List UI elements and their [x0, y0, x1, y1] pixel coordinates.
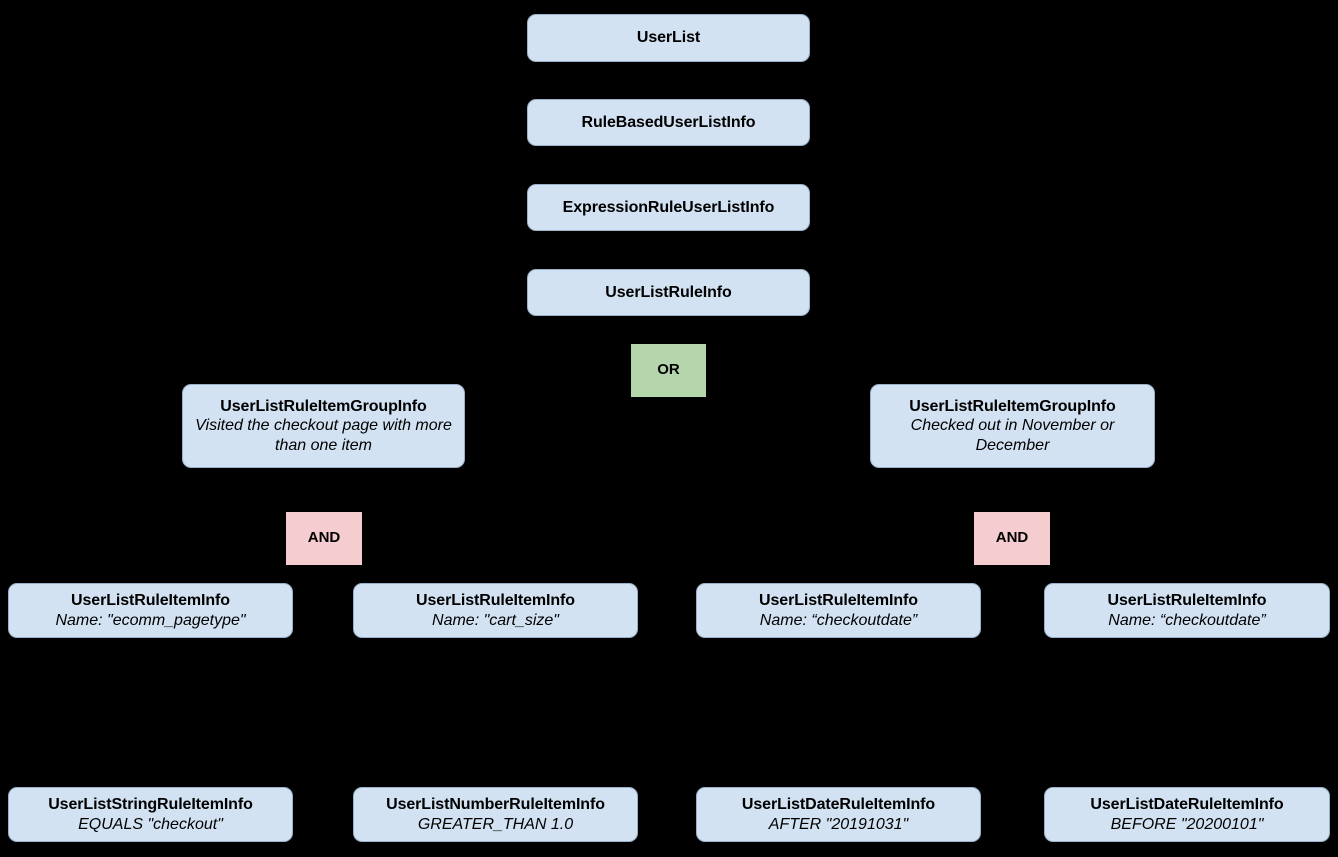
node-user-list[interactable]: UserList — [527, 14, 810, 62]
arrowhead-group-left — [317, 372, 331, 381]
node-title: UserListDateRuleItemInfo — [741, 795, 936, 813]
node-title: UserListDateRuleItemInfo — [1090, 795, 1284, 813]
edge-expression-to-ruleinfo — [668, 232, 670, 269]
edge-rulebased-to-expression — [668, 147, 670, 184]
edge-userlist-to-rulebased — [668, 62, 670, 99]
node-title: UserListRuleItemInfo — [416, 591, 575, 609]
node-title: UserListRuleItemGroupInfo — [220, 397, 427, 415]
arrowhead-group-right — [1005, 372, 1019, 381]
node-expression-rule-user-list-info[interactable]: ExpressionRuleUserListInfo — [527, 184, 810, 231]
node-subtitle: BEFORE "20200101" — [1110, 815, 1264, 833]
edge-ruleinfo-to-or — [668, 317, 670, 344]
node-title: ExpressionRuleUserListInfo — [562, 198, 775, 216]
node-rule-based-user-list-info[interactable]: RuleBasedUserListInfo — [527, 99, 810, 146]
node-subtitle: Visited the checkout page with more than… — [195, 417, 452, 454]
node-title: UserListStringRuleItemInfo — [48, 795, 253, 813]
node-leaf-1[interactable]: UserListStringRuleItemInfo EQUALS "check… — [8, 787, 293, 842]
node-group-right[interactable]: UserListRuleItemGroupInfo Checked out in… — [870, 384, 1155, 468]
node-title: UserListRuleInfo — [605, 283, 732, 301]
node-subtitle: Name: “checkoutdate” — [759, 611, 918, 629]
node-leaf-3[interactable]: UserListDateRuleItemInfo AFTER "20191031… — [696, 787, 981, 842]
node-group-left[interactable]: UserListRuleItemGroupInfo Visited the ch… — [182, 384, 465, 468]
node-rule-item-3[interactable]: UserListRuleItemInfo Name: “checkoutdate… — [696, 583, 981, 638]
node-and-right[interactable]: AND — [974, 512, 1050, 565]
node-rule-item-2[interactable]: UserListRuleItemInfo Name: "cart_size" — [353, 583, 638, 638]
node-leaf-2[interactable]: UserListNumberRuleItemInfo GREATER_THAN … — [353, 787, 638, 842]
node-rule-item-1[interactable]: UserListRuleItemInfo Name: "ecomm_pagety… — [8, 583, 293, 638]
node-subtitle: Name: "ecomm_pagetype" — [55, 611, 246, 629]
node-subtitle: Name: “checkoutdate” — [1108, 611, 1266, 629]
node-title: UserListRuleItemInfo — [759, 591, 918, 609]
node-leaf-4[interactable]: UserListDateRuleItemInfo BEFORE "2020010… — [1044, 787, 1330, 842]
node-or-operator[interactable]: OR — [631, 344, 706, 397]
node-title: UserListRuleItemInfo — [71, 591, 230, 609]
operator-label: AND — [307, 529, 341, 547]
node-subtitle: Name: "cart_size" — [432, 611, 559, 629]
node-user-list-rule-info[interactable]: UserListRuleInfo — [527, 269, 810, 316]
node-title: UserList — [636, 29, 701, 47]
node-subtitle: AFTER "20191031" — [768, 815, 909, 833]
node-and-left[interactable]: AND — [286, 512, 362, 565]
node-title: RuleBasedUserListInfo — [581, 113, 756, 131]
operator-label: AND — [995, 529, 1029, 547]
node-subtitle: GREATER_THAN 1.0 — [417, 815, 574, 833]
operator-label: OR — [657, 361, 680, 379]
node-title: UserListNumberRuleItemInfo — [386, 795, 605, 813]
node-subtitle: EQUALS "checkout" — [78, 815, 223, 833]
node-title: UserListRuleItemInfo — [1107, 591, 1267, 609]
node-subtitle: Checked out in November or December — [910, 417, 1115, 454]
node-title: UserListRuleItemGroupInfo — [909, 397, 1116, 415]
node-rule-item-4[interactable]: UserListRuleItemInfo Name: “checkoutdate… — [1044, 583, 1330, 638]
